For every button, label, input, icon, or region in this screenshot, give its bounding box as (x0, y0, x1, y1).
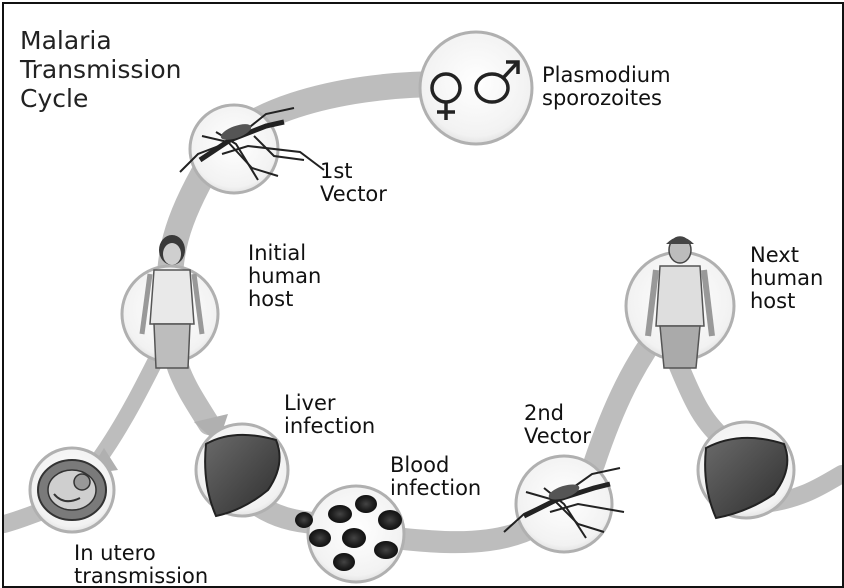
next-host-label: Next human host (750, 244, 823, 313)
initial-host-disc (122, 235, 218, 368)
first-vector-label: 1st Vector (320, 160, 387, 206)
liver-label: Liver infection (284, 392, 375, 438)
blood-disc (295, 486, 404, 582)
in-utero-disc (30, 448, 114, 532)
next-liver-disc (698, 422, 794, 518)
diagram-title: Malaria Transmission Cycle (20, 26, 182, 113)
blood-label: Blood infection (390, 454, 481, 500)
fetus-in-womb-icon (38, 460, 106, 520)
liver-disc (196, 424, 288, 516)
initial-host-label: Initial human host (248, 242, 321, 311)
first-vector-disc (180, 105, 324, 193)
sporozoites-disc (420, 32, 532, 144)
sporozoites-label: Plasmodium sporozoites (542, 64, 671, 110)
in-utero-label: In utero transmission (74, 542, 208, 588)
second-vector-label: 2nd Vector (524, 402, 591, 448)
